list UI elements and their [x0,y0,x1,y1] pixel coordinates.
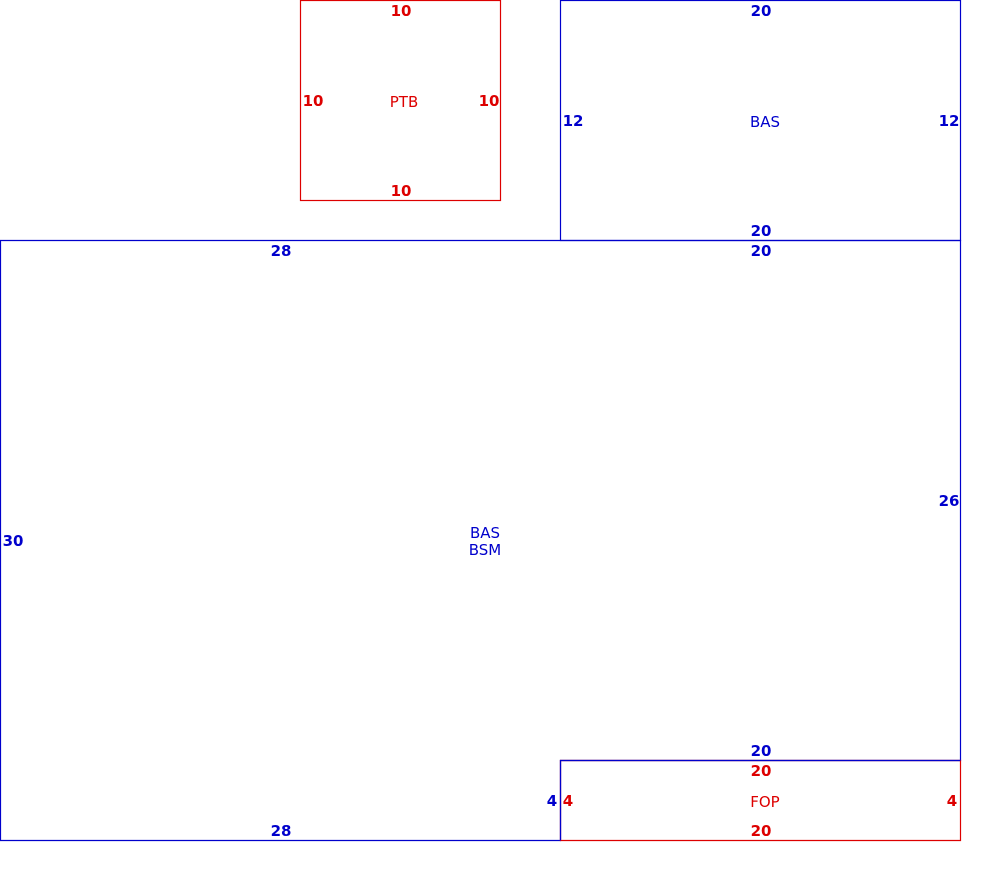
bas-main-area[interactable]: 28 20 30 26 20 4 28 BAS BSM [0,239,962,842]
fop-bottom-dimension: 20 [751,822,772,840]
bas-upper-right-dimension: 12 [939,112,960,130]
ptb-right-dimension: 10 [479,92,500,110]
ptb-left-dimension: 10 [303,92,324,110]
bas-main-right-dimension: 26 [939,492,960,510]
bas-upper-bottom-dimension: 20 [751,222,772,240]
fop-area-code: FOP [750,793,779,811]
fop-top-dimension: 20 [751,762,772,780]
bas-main-inner-left-dimension: 4 [547,792,557,810]
bas-main-top-left-dimension: 28 [271,242,292,260]
bas-main-left-dimension: 30 [3,532,24,550]
fop-right-dimension: 4 [947,792,957,810]
ptb-area-code: PTB [390,93,419,111]
bas-main-inner-bottom-dimension: 20 [751,742,772,760]
bsm-area-code: BSM [469,541,502,559]
bas-upper-area[interactable]: 20 12 12 20 BAS [559,0,962,242]
bas-upper-top-dimension: 20 [751,2,772,20]
fop-area[interactable]: 20 4 4 20 FOP [559,759,962,842]
fop-shared-edge [559,759,961,841]
ptb-top-dimension: 10 [391,2,412,20]
fop-left-dimension: 4 [563,792,573,810]
ptb-outline [299,0,502,202]
bas-upper-area-code: BAS [750,113,780,131]
bas-main-area-code: BAS [470,524,500,542]
ptb-area[interactable]: 10 10 10 10 PTB [299,0,502,202]
bas-main-bottom-dimension: 28 [271,822,292,840]
bas-main-top-right-dimension: 20 [751,242,772,260]
bas-upper-left-dimension: 12 [563,112,584,130]
ptb-bottom-dimension: 10 [391,182,412,200]
